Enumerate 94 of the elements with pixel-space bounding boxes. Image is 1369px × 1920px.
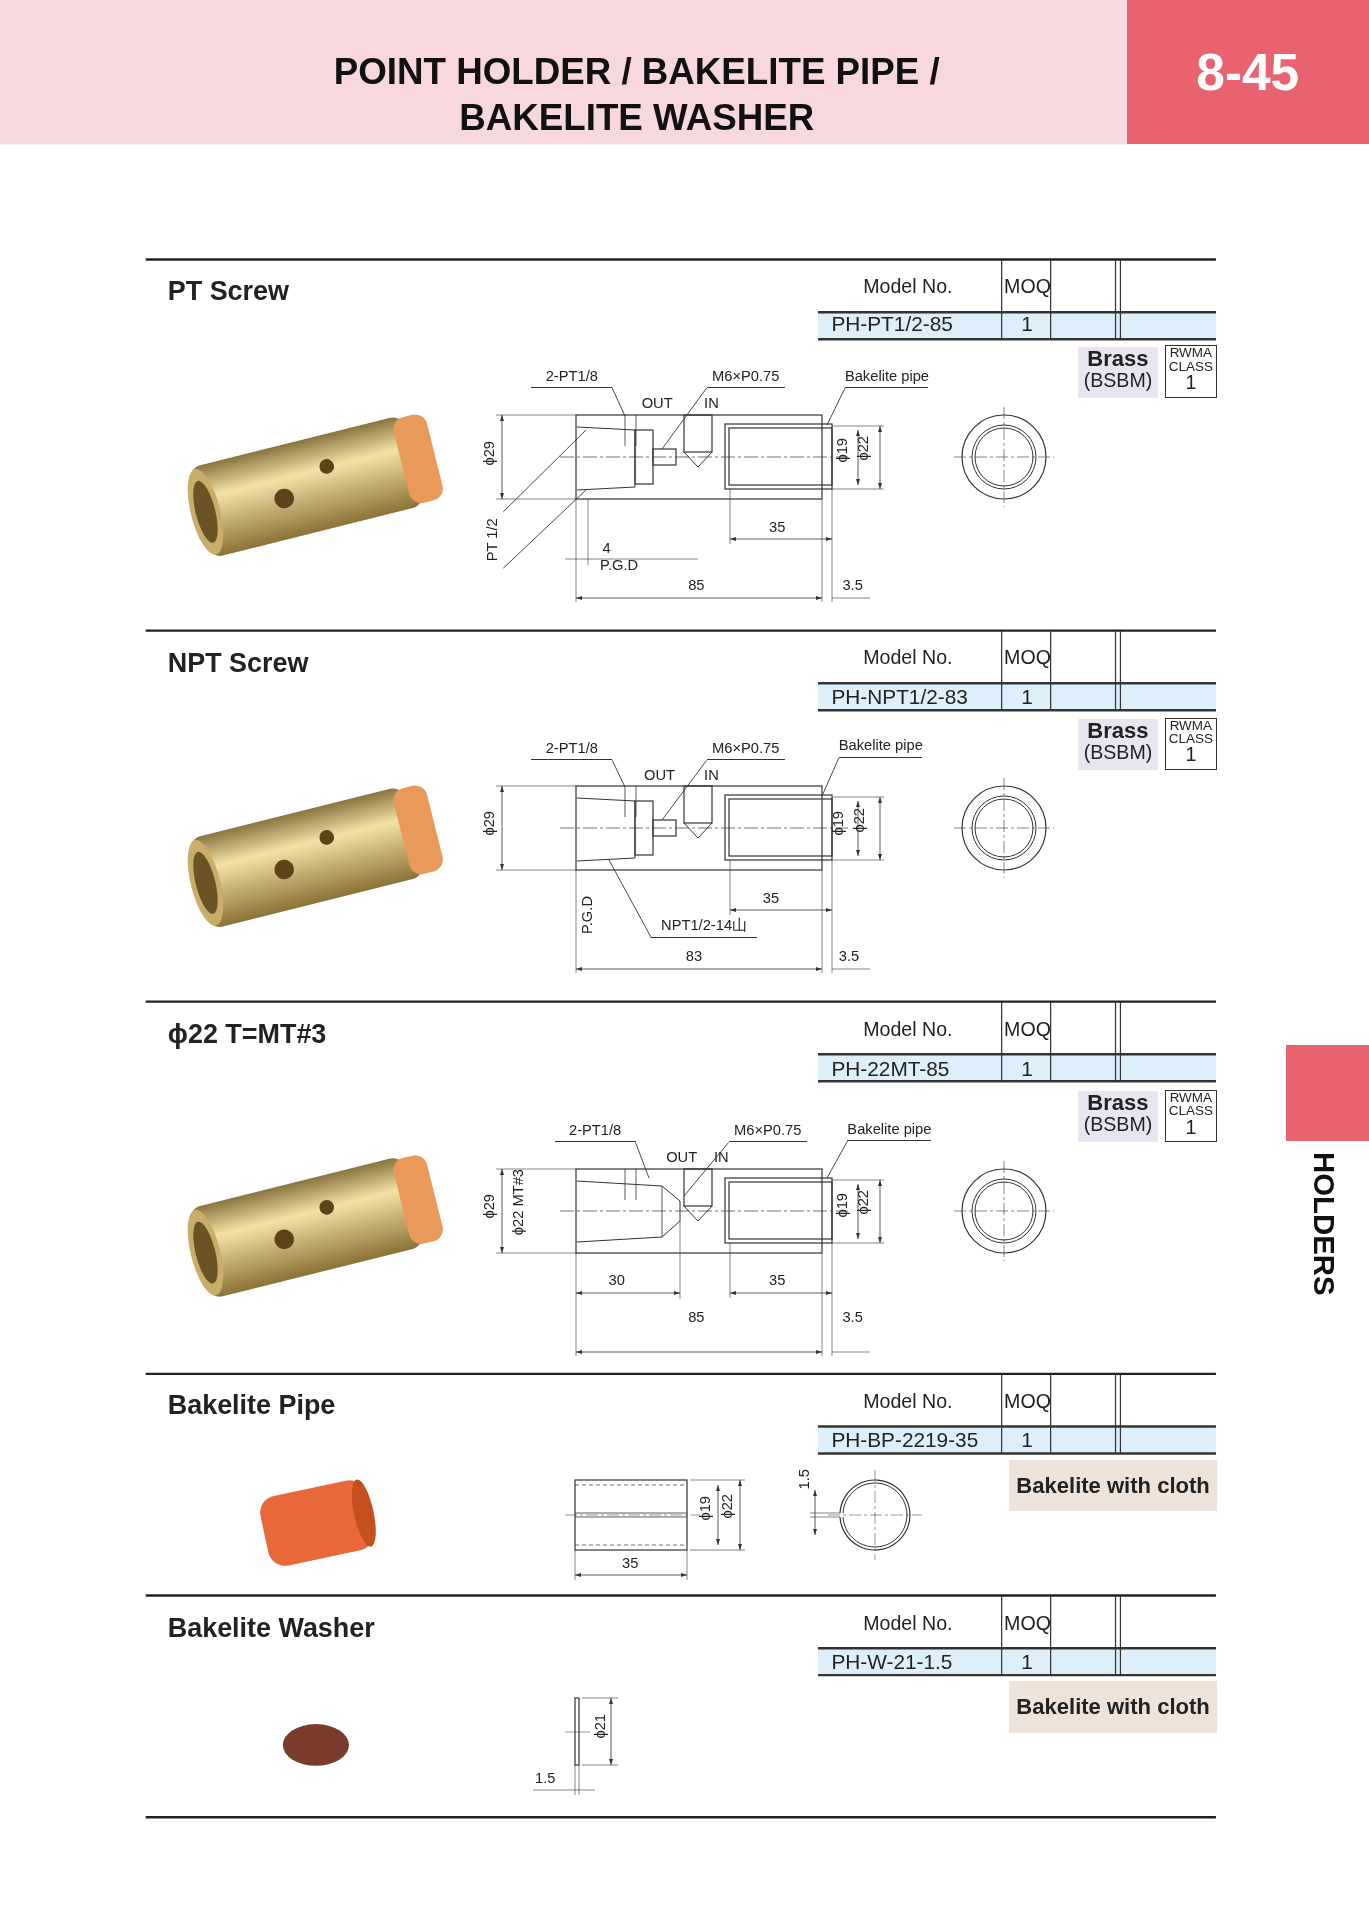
- section-heading: NPT Screw: [167, 649, 309, 678]
- leader-line: [502, 429, 587, 513]
- column-header: MOQ: [1004, 646, 1051, 668]
- leader-line: [661, 387, 707, 450]
- leader-text: Bakelite pipe: [847, 1121, 931, 1142]
- material-badge: Brass (BSBM): [1077, 718, 1159, 771]
- dimension-text: 83: [685, 949, 703, 965]
- port-label: IN: [713, 1149, 729, 1166]
- dimension-text: ϕ19: [697, 1496, 714, 1521]
- dimension-text: ϕ22: [855, 1190, 872, 1215]
- dimension-text: 30: [608, 1273, 625, 1289]
- dimension-text: ϕ22 MT#3: [510, 1169, 527, 1236]
- leader-line: [683, 1142, 730, 1197]
- quantity-value: 1: [1021, 1650, 1033, 1673]
- dimension-text: ϕ19: [835, 1192, 851, 1218]
- leader-text: 2-PT1/8: [531, 740, 613, 761]
- dimension-text: 3.5: [838, 949, 860, 965]
- port-label: IN: [704, 395, 719, 411]
- section-heading: Bakelite Pipe: [167, 1391, 336, 1420]
- dimension-text: ϕ22: [855, 435, 872, 461]
- dimension-text: 1.5: [797, 1469, 813, 1490]
- column-header: MOQ: [1004, 1612, 1051, 1634]
- dimension-text: 35: [769, 520, 786, 536]
- leader-text: 2-PT1/8: [554, 1122, 636, 1143]
- port-label: OUT: [644, 767, 676, 784]
- leader-text: M6×P0.75: [706, 368, 785, 389]
- port-label: IN: [704, 767, 719, 784]
- dimension-text: 3.5: [842, 577, 863, 594]
- dimension-text: P.G.D: [600, 558, 639, 574]
- leader-text: Bakelite pipe: [844, 368, 929, 389]
- dimension-text: 85: [688, 577, 705, 594]
- holder-section-drawing: [495, 406, 1055, 603]
- material-badge: Bakelite with cloth: [1009, 1681, 1218, 1733]
- quantity-value: 1: [1021, 313, 1033, 336]
- dimension-text: 35: [769, 1273, 786, 1289]
- model-number: PH-PT1/2-85: [831, 313, 953, 336]
- leader-text: PT 1/2: [484, 511, 504, 569]
- dimension-text: 85: [688, 1310, 705, 1326]
- column-header: MOQ: [1004, 275, 1051, 297]
- leader-line: [608, 859, 652, 939]
- leader-line: [502, 489, 587, 569]
- holder-section-drawing: [495, 1160, 1055, 1357]
- page-number-band: 8-45: [1126, 0, 1369, 145]
- port-label: OUT: [641, 395, 673, 411]
- dimension-text: ϕ21: [592, 1714, 609, 1739]
- page-title: POINT HOLDER / BAKELITE PIPE / BAKELITE WASHER: [332, 49, 941, 140]
- leader-text: M6×P0.75: [728, 1122, 807, 1143]
- dimension-text: P.G.D: [580, 896, 596, 935]
- quantity-value: 1: [1021, 1057, 1033, 1080]
- column-header: Model No.: [863, 1018, 953, 1040]
- leader-line: [826, 387, 846, 426]
- leader-line: [661, 759, 707, 821]
- dimension-text: ϕ22: [852, 808, 868, 833]
- dimension-text: 35: [762, 891, 780, 907]
- dimension-text: ϕ29: [482, 1193, 498, 1219]
- material-badge: Brass (BSBM): [1077, 346, 1159, 398]
- column-header: MOQ: [1004, 1018, 1051, 1040]
- column-header: Model No.: [863, 1612, 953, 1634]
- rwma-class-box: RWMA CLASS 1: [1164, 1089, 1218, 1143]
- leader-text: 2-PT1/8: [531, 368, 613, 389]
- material-badge: Bakelite with cloth: [1009, 1459, 1218, 1512]
- leader-line: [821, 757, 840, 797]
- leader-line: [611, 759, 626, 788]
- column-header: MOQ: [1004, 1391, 1051, 1412]
- column-header: Model No.: [863, 646, 953, 668]
- leader-line: [611, 387, 626, 417]
- port-label: OUT: [666, 1149, 698, 1166]
- model-number: PH-W-21-1.5: [831, 1650, 953, 1673]
- dimension-text: 4: [602, 541, 611, 557]
- dimension-text: 1.5: [535, 1770, 556, 1787]
- dimension-text: ϕ29: [482, 810, 498, 836]
- section-heading: PT Screw: [167, 276, 289, 305]
- section-heading: Bakelite Washer: [167, 1613, 375, 1643]
- model-number: PH-BP-2219-35: [831, 1429, 979, 1451]
- dimension-text: ϕ19: [835, 438, 851, 463]
- rwma-class-box: RWMA CLASS 1: [1164, 345, 1218, 398]
- leader-line: [826, 1140, 848, 1179]
- dimension-text: 3.5: [842, 1310, 863, 1326]
- rwma-class-box: RWMA CLASS 1: [1164, 717, 1218, 771]
- material-badge: Brass (BSBM): [1077, 1091, 1159, 1143]
- quantity-value: 1: [1021, 1429, 1033, 1451]
- quantity-value: 1: [1021, 685, 1033, 708]
- model-number: PH-NPT1/2-83: [831, 685, 968, 708]
- model-number: PH-22MT-85: [831, 1057, 950, 1080]
- dimension-text: ϕ29: [482, 440, 498, 466]
- column-header: Model No.: [863, 275, 953, 297]
- dimension-text: ϕ22: [720, 1493, 736, 1519]
- column-header: Model No.: [863, 1391, 953, 1412]
- leader-text: M6×P0.75: [706, 740, 785, 761]
- dimension-text: 35: [622, 1556, 639, 1572]
- section-heading: ϕ22 T=MT#3: [167, 1020, 327, 1049]
- leader-line: [635, 1142, 650, 1179]
- dimension-text: ϕ19: [831, 810, 847, 836]
- leader-text: Bakelite pipe: [838, 738, 923, 758]
